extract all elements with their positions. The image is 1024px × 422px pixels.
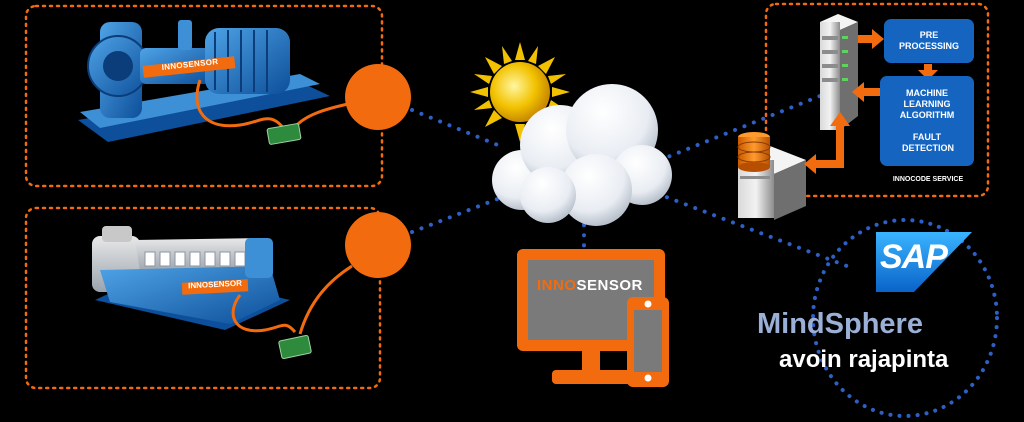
service-frame <box>764 2 990 198</box>
ml-algorithm-label: MACHINE LEARNING ALGORITHM <box>899 87 955 120</box>
top-sensor-node <box>345 64 411 130</box>
database-server-icon <box>737 132 806 220</box>
top-sensor-board <box>266 123 302 145</box>
top-machine-frame <box>24 4 384 188</box>
bottom-sensor-node <box>345 212 411 278</box>
monitor-brand-part2: SENSOR <box>576 277 643 294</box>
api-dotted-circle <box>811 218 999 418</box>
ml-fault-box: MACHINE LEARNING ALGORITHM FAULT DETECTI… <box>880 76 974 166</box>
top-sensor-cable <box>195 79 287 131</box>
engine-machine <box>92 226 290 330</box>
pre-processing-label: PRE PROCESSING <box>899 30 960 51</box>
monitor-brand-label: INNOSENSOR <box>537 277 643 294</box>
bottom-sensor-board <box>278 334 312 360</box>
service-caption: INNOCODE SERVICE <box>892 176 964 183</box>
flow-arrows <box>804 29 938 174</box>
phone-icon <box>627 297 669 387</box>
fault-detection-label: FAULT DETECTION <box>902 132 955 154</box>
bottom-sensor-tag <box>181 279 249 295</box>
top-sensor-tag <box>142 56 236 78</box>
bottom-sensor-cable <box>231 294 297 333</box>
server-tower-icon <box>820 14 858 130</box>
sap-logo: SAP <box>876 232 972 292</box>
avoin-rajapinta-label: avoin rajapinta <box>779 346 949 373</box>
pump-machine <box>78 20 330 142</box>
sap-logo-text: SAP <box>880 238 948 276</box>
mindsphere-label: MindSphere <box>757 308 923 340</box>
pre-processing-box: PRE PROCESSING <box>884 19 974 63</box>
sun-icon <box>470 42 570 142</box>
cloud-icon <box>492 84 672 226</box>
bottom-machine-frame <box>24 206 382 390</box>
monitor-brand-part1: INNO <box>537 277 577 294</box>
connection-lines <box>410 94 854 270</box>
